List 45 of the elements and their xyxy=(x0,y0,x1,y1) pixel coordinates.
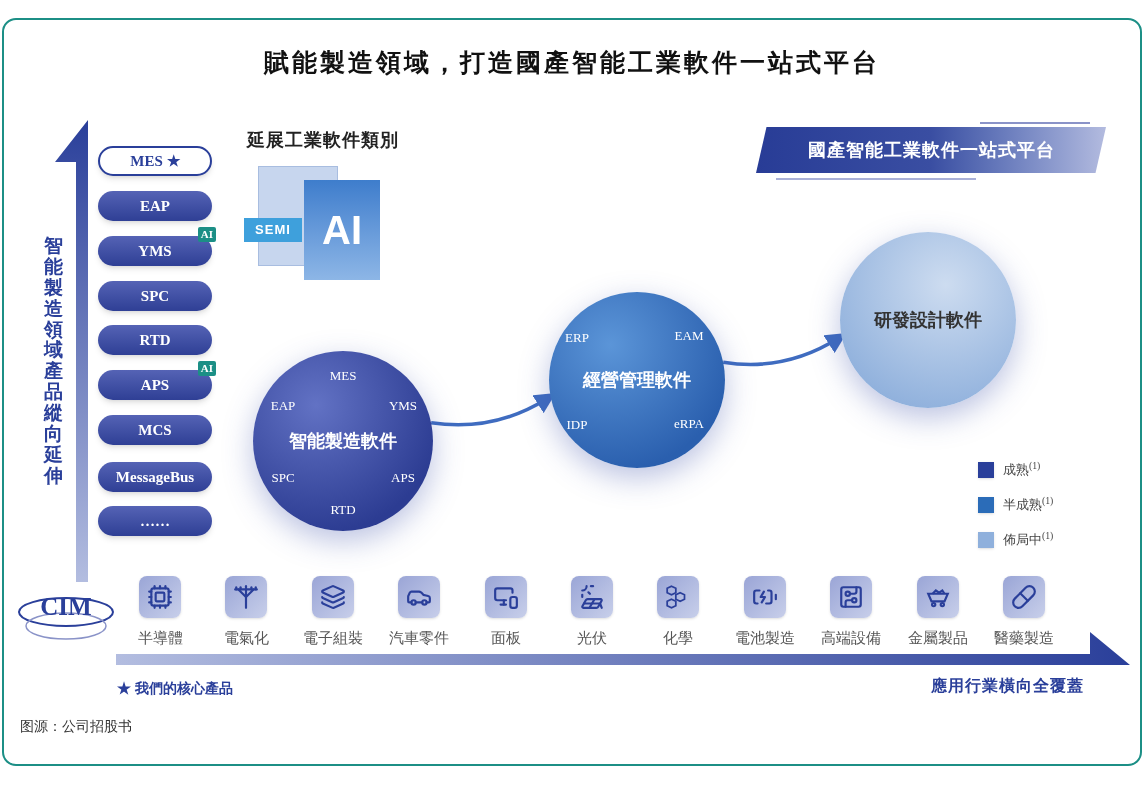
footnote: ★ 我們的核心產品 xyxy=(117,679,233,698)
module-label: eRPA xyxy=(674,415,704,434)
module-label: YMS xyxy=(388,397,418,416)
title: 賦能製造領域，打造國產智能工業軟件一站式平台 xyxy=(262,47,881,78)
module-label: EAM xyxy=(674,327,704,346)
legend-text: 佈局中$^{(1)}$ xyxy=(1003,530,1054,549)
section-heading: 延展工業軟件類別 xyxy=(247,129,399,152)
industry-label: 汽車零件 xyxy=(389,628,450,648)
product-pill: RTD xyxy=(98,325,212,355)
industry-label: 高端設備 xyxy=(821,628,882,648)
industry-label: 電氣化 xyxy=(223,628,269,648)
product-pill: MessageBus xyxy=(98,462,212,492)
legend-text: 成熟$^{(1)}$ xyxy=(1003,460,1041,479)
circle-title: 研發設計軟件 xyxy=(874,308,982,332)
industry-label: 電池製造 xyxy=(734,628,795,648)
circle-title: 經營管理軟件 xyxy=(583,368,691,392)
module-label: MES xyxy=(329,367,357,386)
module-label: EAP xyxy=(270,397,296,416)
circle-title: 智能製造軟件 xyxy=(289,429,397,453)
product-pill: SPC xyxy=(98,281,212,311)
product-pill: …… xyxy=(98,506,212,536)
industry-label: 半導體 xyxy=(137,628,183,648)
module-label: APS xyxy=(391,469,415,488)
module-label: ERP xyxy=(565,329,589,348)
horizontal-axis-label: 應用行業橫向全覆蓋 xyxy=(931,676,1084,696)
industry-label: 電子組裝 xyxy=(302,628,363,648)
highlighted-pill: MES ★ xyxy=(98,146,212,176)
industry-label: 光伏 xyxy=(577,628,607,648)
industry-label: 化學 xyxy=(663,628,694,648)
ai-badge: AI xyxy=(197,361,216,376)
ai-cube: AI xyxy=(304,180,380,280)
module-label: SPC xyxy=(271,469,295,488)
product-pill: EAP xyxy=(98,191,212,221)
legend-text: 半成熟$^{(1)}$ xyxy=(1003,495,1054,514)
industry-label: 面板 xyxy=(490,628,521,648)
module-label: RTD xyxy=(330,501,356,520)
product-pill: MCS xyxy=(98,415,212,445)
source-caption: 图源：公司招股书 xyxy=(20,717,132,736)
vertical-axis-label: 智能製造領域產品縱向延伸 xyxy=(44,236,63,487)
platform-banner: 國產智能工業軟件一站式平台 xyxy=(756,127,1106,173)
industry-label: 金屬製品 xyxy=(907,628,968,648)
semi-tag: SEMI xyxy=(244,218,302,242)
module-label: IDP xyxy=(566,416,588,435)
industry-label: 醫藥製造 xyxy=(994,628,1054,648)
ai-badge: AI xyxy=(197,227,216,242)
